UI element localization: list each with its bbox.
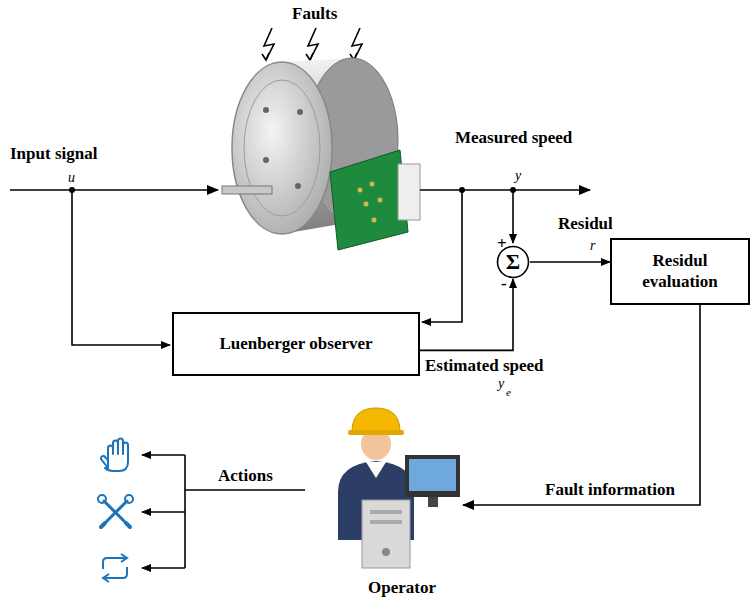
signal-subscript: e <box>506 386 511 399</box>
repair-icon <box>98 495 133 527</box>
signal-label: Measured speed <box>455 128 572 148</box>
sign-label: - <box>501 274 507 294</box>
flow-label: Fault information <box>545 480 675 500</box>
role-label: Operator <box>368 578 436 598</box>
signal-symbol: y <box>498 376 504 392</box>
signal-label: Residul <box>558 214 613 234</box>
motor-illustration <box>222 58 420 250</box>
junction-dots <box>69 187 516 193</box>
stop-icon <box>101 439 128 471</box>
node-text: Luenberger observer <box>219 334 372 354</box>
restart-icon <box>103 554 127 582</box>
signal-connector <box>420 279 513 350</box>
fault-title: Faults <box>292 4 337 24</box>
node-text: Residul evaluation <box>620 251 740 292</box>
signal-wires <box>10 190 700 568</box>
observer-box: Luenberger observer <box>172 312 420 376</box>
fault-bolts <box>262 28 362 60</box>
signal-symbol: r <box>590 238 595 254</box>
evaluation-box: Residul evaluation <box>610 238 750 305</box>
signal-connector <box>530 261 610 263</box>
signal-symbol: y <box>515 168 521 184</box>
node-text: Σ <box>506 249 520 275</box>
sign-label: + <box>497 234 507 254</box>
signal-label: Estimated speed <box>425 356 544 376</box>
operator-illustration <box>338 408 460 568</box>
signal-label: Input signal <box>10 144 97 164</box>
flow-label: Actions <box>218 466 273 486</box>
signal-symbol: u <box>68 170 75 186</box>
